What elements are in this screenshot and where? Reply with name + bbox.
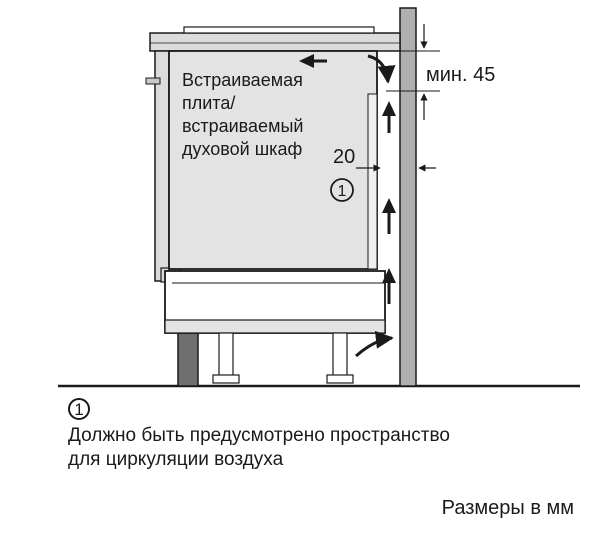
units-note: Размеры в мм xyxy=(441,497,574,519)
air-arrow-up-1 xyxy=(382,101,396,133)
plinth-base xyxy=(164,319,386,334)
appliance-label-line-3: встраиваемый xyxy=(182,116,303,136)
marker-circle xyxy=(330,178,354,202)
legend-marker: 1 xyxy=(68,398,90,420)
worktop xyxy=(149,26,401,52)
legend: 1 Должно быть предусмотрено пространство… xyxy=(68,398,588,472)
appliance-label: Встраиваемая плита/ встраиваемый духовой… xyxy=(182,70,308,159)
installation-diagram: мин. 45 20 Встраиваемая плита/ встраивае… xyxy=(58,7,580,388)
appliance-label-line-1: Встраиваемая xyxy=(182,70,303,90)
marker-number: 1 xyxy=(338,183,347,200)
air-arrow-curve-bottom xyxy=(355,330,394,358)
legs xyxy=(212,332,354,384)
legend-text-line-2: для циркуляции воздуха xyxy=(68,449,284,470)
cabinet-post xyxy=(177,331,199,387)
air-arrow-left xyxy=(299,54,327,68)
dimension-min-45-label: мин. 45 xyxy=(426,64,495,86)
rear-strip xyxy=(367,93,378,270)
appliance-body xyxy=(168,50,378,270)
airflow-arrows xyxy=(299,54,396,304)
wall xyxy=(399,7,417,387)
air-arrow-up-2 xyxy=(382,198,396,234)
air-arrow-curve-top xyxy=(367,54,396,84)
air-arrow-up-3 xyxy=(382,268,396,304)
dimension-min-45 xyxy=(386,24,440,120)
legend-text-line-1: Должно быть предусмотрено пространство xyxy=(68,425,450,446)
dimension-20-label: 20 xyxy=(333,146,355,168)
appliance-label-line-4: духовой шкаф xyxy=(182,139,302,159)
appliance-label-line-2: плита/ xyxy=(182,93,235,113)
